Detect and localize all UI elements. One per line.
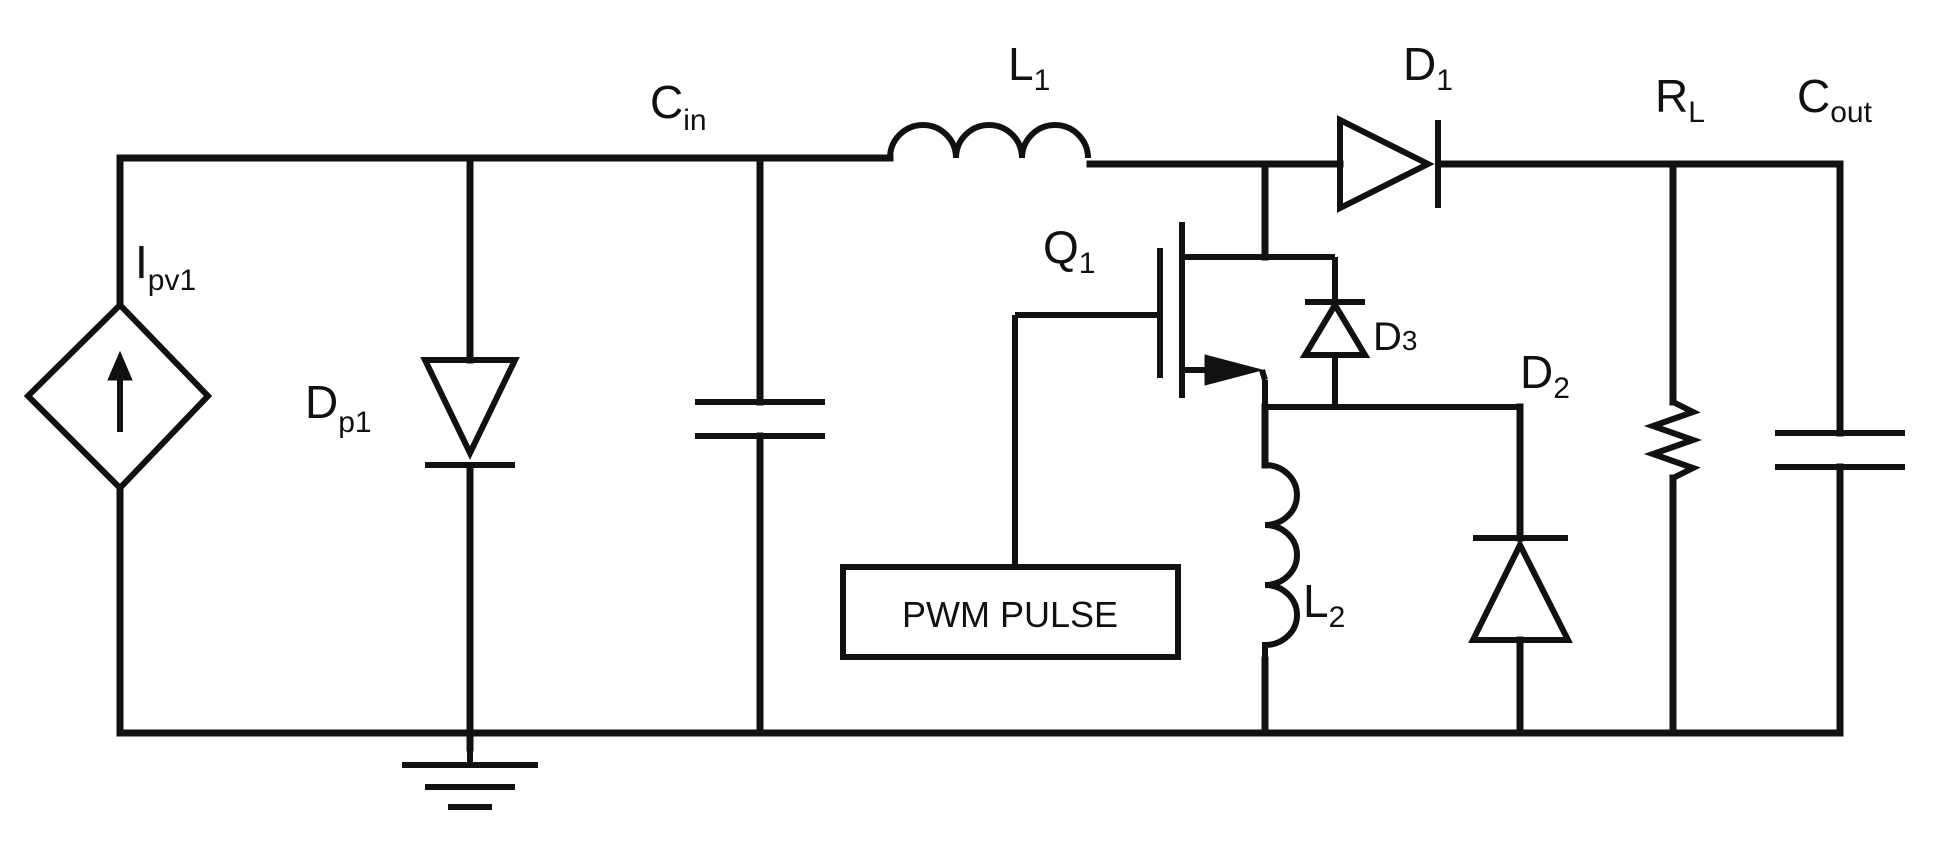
current-source-ipv1 <box>23 300 213 493</box>
label-l2-sub: 2 <box>1329 601 1346 634</box>
label-d2-main: D <box>1520 346 1553 398</box>
label-cin: Cin <box>650 76 707 137</box>
pwm-box <box>840 564 1181 660</box>
label-q1-sub: 1 <box>1079 247 1096 280</box>
label-dp1-main: D <box>305 376 338 428</box>
label-q1-main: Q <box>1043 221 1079 273</box>
pwm-label: PWM PULSE <box>902 594 1118 635</box>
label-d3: D3 <box>1373 315 1417 359</box>
label-ipv1: Ipv1 <box>135 236 196 297</box>
label-d1: D1 <box>1403 38 1453 97</box>
d1-triangle <box>1337 115 1435 213</box>
d3-triangle <box>1299 299 1371 358</box>
pwm-pulse-block: PWM PULSE <box>840 564 1181 660</box>
label-l1-main: L <box>1008 38 1034 90</box>
label-q1: Q1 <box>1043 221 1095 280</box>
l2-coils <box>1262 462 1300 660</box>
q1-source-tail <box>1259 369 1268 381</box>
label-d1-sub: 1 <box>1436 64 1453 97</box>
diode-d2 <box>1468 535 1573 643</box>
resistor-rl <box>1643 399 1703 481</box>
label-cout-sub: out <box>1830 96 1872 129</box>
dp1-triangle <box>420 357 520 460</box>
inductor-l2 <box>1262 462 1300 660</box>
label-dp1-sub: p1 <box>338 406 371 439</box>
label-d3-main: D <box>1373 315 1402 359</box>
label-cin-sub: in <box>683 104 706 137</box>
mosfet-q1 <box>1157 222 1268 398</box>
label-d2-sub: 2 <box>1553 372 1570 405</box>
label-d1-main: D <box>1403 38 1436 90</box>
q1-source-arrow-icon <box>1204 354 1264 386</box>
label-rl-sub: L <box>1688 96 1705 129</box>
arrow-up-icon <box>107 350 133 381</box>
label-ipv1-sub: pv1 <box>148 264 196 297</box>
label-l1-sub: 1 <box>1034 64 1051 97</box>
l1-coils <box>887 122 1091 159</box>
label-cin-main: C <box>650 76 683 128</box>
label-d3-sub: 3 <box>1402 325 1418 356</box>
label-l2: L2 <box>1303 575 1345 634</box>
label-ipv1-main: I <box>135 236 148 288</box>
inductor-l1 <box>887 122 1091 159</box>
label-rl: RL <box>1655 70 1705 129</box>
dependent-source-diamond <box>23 300 213 493</box>
diode-dp1 <box>420 357 520 468</box>
diode-d1 <box>1337 115 1441 213</box>
diode-d3 <box>1299 299 1371 358</box>
label-cout: Cout <box>1797 70 1873 129</box>
capacitor-cin <box>695 399 825 439</box>
label-cout-main: C <box>1797 70 1830 122</box>
label-rl-main: R <box>1655 70 1688 122</box>
rl-zigzag <box>1643 399 1703 481</box>
label-l2-main: L <box>1303 575 1329 627</box>
ground-icon <box>402 748 538 810</box>
capacitor-cout <box>1775 430 1905 470</box>
d2-triangle <box>1468 538 1573 643</box>
component-labels: Ipv1 Dp1 Cin L1 Q1 D1 D3 D2 L2 RL Cout <box>135 38 1873 634</box>
label-dp1: Dp1 <box>305 376 372 439</box>
label-l1: L1 <box>1008 38 1050 97</box>
label-d2: D2 <box>1520 346 1570 405</box>
